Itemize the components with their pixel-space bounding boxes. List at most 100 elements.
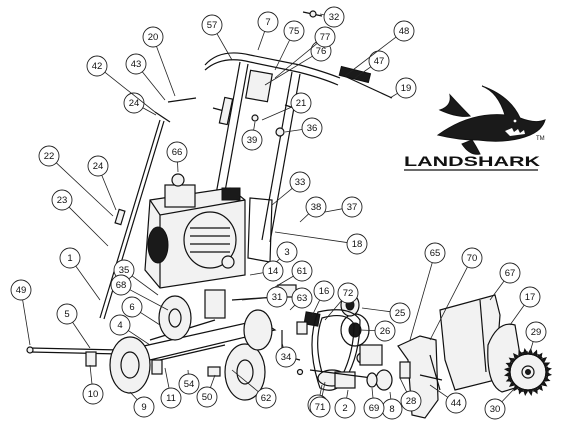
callout-bubble — [56, 303, 78, 325]
callout-bubble — [291, 287, 313, 309]
callout-number: 30 — [490, 404, 501, 415]
blade-tooth — [527, 388, 534, 396]
callout-68: 68 — [110, 274, 169, 311]
callout-31: 31 — [241, 286, 288, 308]
callout-72: 72 — [324, 282, 359, 321]
callout-bubble — [275, 346, 297, 368]
callout-bubble — [283, 20, 305, 42]
callout-leader — [501, 387, 516, 403]
callout-bubble — [393, 20, 415, 42]
callout-leader — [399, 377, 408, 393]
callout-10: 10 — [82, 364, 104, 405]
callout-number: 57 — [207, 20, 218, 31]
callout-57: 57 — [201, 14, 233, 61]
callout-8: 8 — [381, 391, 403, 420]
callout-number: 42 — [92, 61, 103, 72]
callout-leader — [324, 208, 343, 213]
callout-42: 42 — [86, 55, 156, 113]
callout-48: 48 — [344, 20, 415, 77]
callout-number: 18 — [352, 239, 363, 250]
callout-leader — [129, 391, 138, 400]
callout-bubble — [166, 141, 188, 163]
callout-number: 23 — [57, 195, 68, 206]
callout-leader — [274, 43, 318, 79]
blade-tooth — [539, 357, 548, 364]
callout-33: 33 — [271, 171, 311, 206]
callout-leader — [389, 92, 398, 99]
blade-tooth — [503, 366, 512, 373]
callout-bubble — [525, 321, 547, 343]
callout-36: 36 — [284, 117, 323, 139]
callout-number: 68 — [116, 280, 127, 291]
callout-4: 4 — [109, 314, 151, 346]
callout-26: 26 — [359, 320, 396, 342]
callout-23: 23 — [51, 189, 109, 247]
callout-leader — [289, 304, 296, 311]
callout-leader — [354, 66, 372, 79]
callout-39: 39 — [241, 121, 263, 151]
callout-47: 47 — [354, 50, 390, 79]
callout-number: 14 — [268, 266, 279, 277]
callout-number: 33 — [295, 177, 306, 188]
callout-leader — [56, 162, 114, 217]
callout-bubble — [341, 196, 363, 218]
callout-70: 70 — [429, 247, 483, 341]
callout-54: 54 — [178, 369, 200, 395]
callout-leader — [241, 297, 268, 301]
callout-bubble — [461, 247, 483, 269]
callout-leader — [274, 231, 348, 243]
callout-number: 38 — [311, 202, 322, 213]
callout-9: 9 — [129, 391, 155, 418]
callout-number: 44 — [451, 398, 462, 409]
blade-tooth — [505, 375, 514, 382]
callout-77: 77 — [274, 26, 336, 79]
callout-bubble — [289, 171, 311, 193]
callout-leader — [319, 384, 323, 396]
callout-18: 18 — [274, 231, 368, 255]
callout-leader — [128, 330, 151, 346]
callout-leader — [253, 121, 256, 131]
callout-number: 21 — [296, 98, 307, 109]
callout-number: 76 — [316, 46, 327, 57]
callout-number: 4 — [117, 320, 122, 331]
callout-leader — [142, 107, 157, 116]
blade-tooth — [544, 366, 552, 373]
callout-bubble — [59, 247, 81, 269]
callout-number: 62 — [261, 393, 272, 404]
callout-number: 2 — [342, 403, 347, 414]
callout-5: 5 — [56, 303, 91, 349]
callout-number: 48 — [399, 26, 410, 37]
callout-leader — [231, 369, 259, 392]
blade-tooth — [518, 349, 525, 358]
logo-trademark: TM — [536, 136, 545, 142]
callout-50: 50 — [196, 374, 218, 408]
callout-bubble — [305, 196, 327, 218]
callout-number: 22 — [44, 151, 55, 162]
callout-leader — [141, 71, 166, 101]
blade-tooth — [518, 386, 525, 395]
callout-32: 32 — [319, 6, 345, 28]
callout-43: 43 — [125, 53, 166, 101]
logo-wordmark: LANDSHARK — [404, 153, 540, 169]
callout-bubble — [499, 262, 521, 284]
callout-number: 7 — [265, 17, 270, 28]
callout-25: 25 — [361, 302, 411, 324]
callout-bubble — [178, 373, 200, 395]
callout-49: 49 — [10, 279, 32, 346]
callout-bubble — [133, 396, 155, 418]
callout-leader — [156, 46, 176, 97]
callout-1: 1 — [59, 247, 101, 301]
callout-11: 11 — [160, 367, 182, 409]
brand-logo: LANDSHARK TM — [404, 85, 546, 171]
callout-bubble — [87, 155, 109, 177]
callout-number: 49 — [16, 285, 27, 296]
callout-leader — [274, 275, 294, 288]
callout-leader — [274, 39, 290, 71]
blade-tooth — [504, 371, 512, 378]
blade-tooth — [513, 383, 520, 392]
callout-leader — [129, 289, 169, 311]
callout-bubble — [257, 11, 279, 33]
callout-34: 34 — [275, 342, 297, 368]
